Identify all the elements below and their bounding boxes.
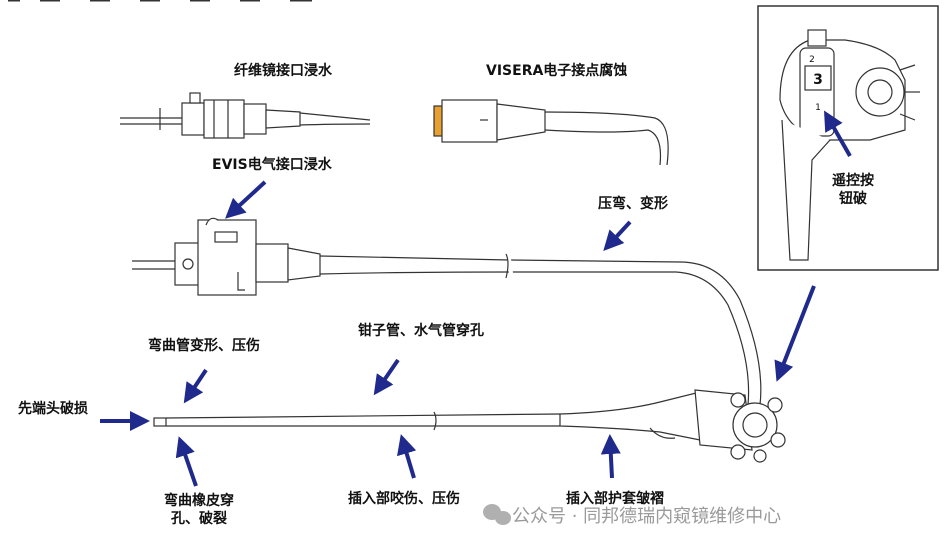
watermark-text: 公众号 · 同邦德瑞内窥镜维修中心 bbox=[512, 506, 782, 527]
fiber-connector-drawing bbox=[120, 92, 371, 139]
label-visera-corrosion: VISERA电子接点腐蚀 bbox=[486, 63, 628, 79]
visera-plug-drawing bbox=[433, 99, 669, 166]
label-remote-button-line1: 遥控按 bbox=[832, 173, 874, 189]
label-tip-damage: 先端头破损 bbox=[18, 401, 88, 417]
label-remote-button: 遥控按 钮破 bbox=[832, 172, 874, 208]
label-forceps-channel: 钳子管、水气管穿孔 bbox=[358, 323, 484, 339]
label-rubber: 弯曲橡皮穿 孔、破裂 bbox=[164, 492, 234, 528]
arrow-evis-connector bbox=[225, 180, 267, 219]
arrow-crush-deform bbox=[603, 220, 632, 251]
label-remote-button-line2: 钮破 bbox=[839, 191, 867, 207]
evis-connector-drawing bbox=[132, 217, 321, 296]
button-top-number: 2 bbox=[809, 55, 815, 65]
label-insertion-bite: 插入部咬伤、压伤 bbox=[348, 491, 460, 507]
insertion-tube-drawing bbox=[153, 391, 701, 441]
arrow-insertion-bite bbox=[397, 434, 417, 479]
arrow-insertion-sleeve bbox=[600, 434, 621, 479]
button-number: 3 bbox=[813, 72, 823, 88]
damage-arrows bbox=[100, 110, 852, 487]
arrow-handle bbox=[774, 285, 816, 382]
wechat-icon bbox=[483, 504, 511, 525]
label-bend-tube-deform: 弯曲管变形、压伤 bbox=[148, 338, 260, 354]
label-rubber-line2: 孔、破裂 bbox=[171, 511, 227, 527]
arrow-remote-button bbox=[824, 110, 852, 157]
label-evis-connector: EVIS电气接口浸水 bbox=[212, 157, 332, 173]
label-crush-deform: 压弯、变形 bbox=[598, 196, 668, 212]
control-handle-drawing bbox=[694, 389, 786, 463]
label-fiber-connector: 纤维镜接口浸水 bbox=[234, 63, 332, 79]
arrow-bend-deform bbox=[183, 368, 208, 404]
arrow-forceps-channel bbox=[373, 358, 400, 396]
arrow-rubber bbox=[175, 436, 198, 487]
clipped-header-fragment bbox=[5, 0, 315, 5]
umbilical-cord-drawing bbox=[319, 251, 762, 406]
label-insertion-sleeve: 插入部护套皱褶 bbox=[566, 491, 664, 507]
remote-button-inset: 3 2 1 bbox=[757, 5, 939, 271]
label-rubber-line1: 弯曲橡皮穿 bbox=[164, 493, 234, 509]
button-bottom-number: 1 bbox=[815, 103, 821, 113]
